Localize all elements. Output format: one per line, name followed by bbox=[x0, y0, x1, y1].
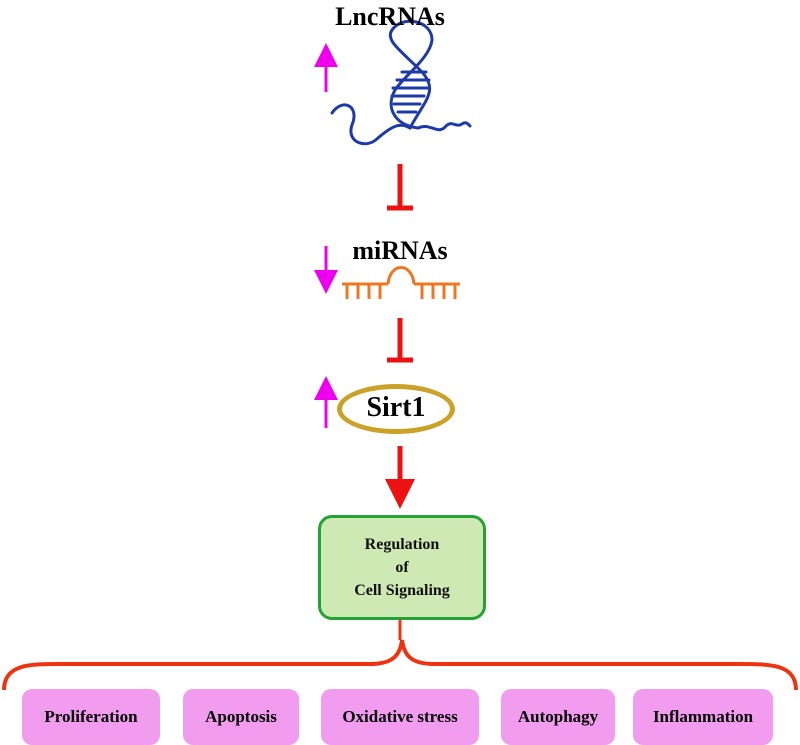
mirna-hairpin-icon bbox=[342, 266, 460, 299]
inhibition-arrow-lncrna-mirna bbox=[387, 164, 413, 211]
lncrnas-label: LncRNAs bbox=[335, 2, 445, 31]
mirnas-label: miRNAs bbox=[352, 236, 448, 265]
outcome-inflammation: Inflammation bbox=[633, 689, 773, 745]
regulation-box: Regulation of Cell Signaling bbox=[318, 515, 486, 620]
regulation-line-2: of bbox=[395, 559, 409, 576]
lncrna-strand-icon bbox=[330, 19, 472, 146]
sirt1-node bbox=[337, 384, 455, 434]
regulation-line-3: Cell Signaling bbox=[354, 582, 450, 599]
outcome-brace bbox=[2, 639, 798, 691]
sirt1-label: Sirt1 bbox=[366, 392, 426, 423]
outcome-proliferation: Proliferation bbox=[22, 689, 160, 745]
inhibition-arrow-mirna-sirt1 bbox=[387, 318, 413, 363]
outcome-oxidative-stress: Oxidative stress bbox=[321, 689, 479, 745]
regulation-line-1: Regulation bbox=[364, 536, 440, 553]
outcome-autophagy: Autophagy bbox=[501, 689, 615, 745]
outcome-apoptosis: Apoptosis bbox=[183, 689, 299, 745]
